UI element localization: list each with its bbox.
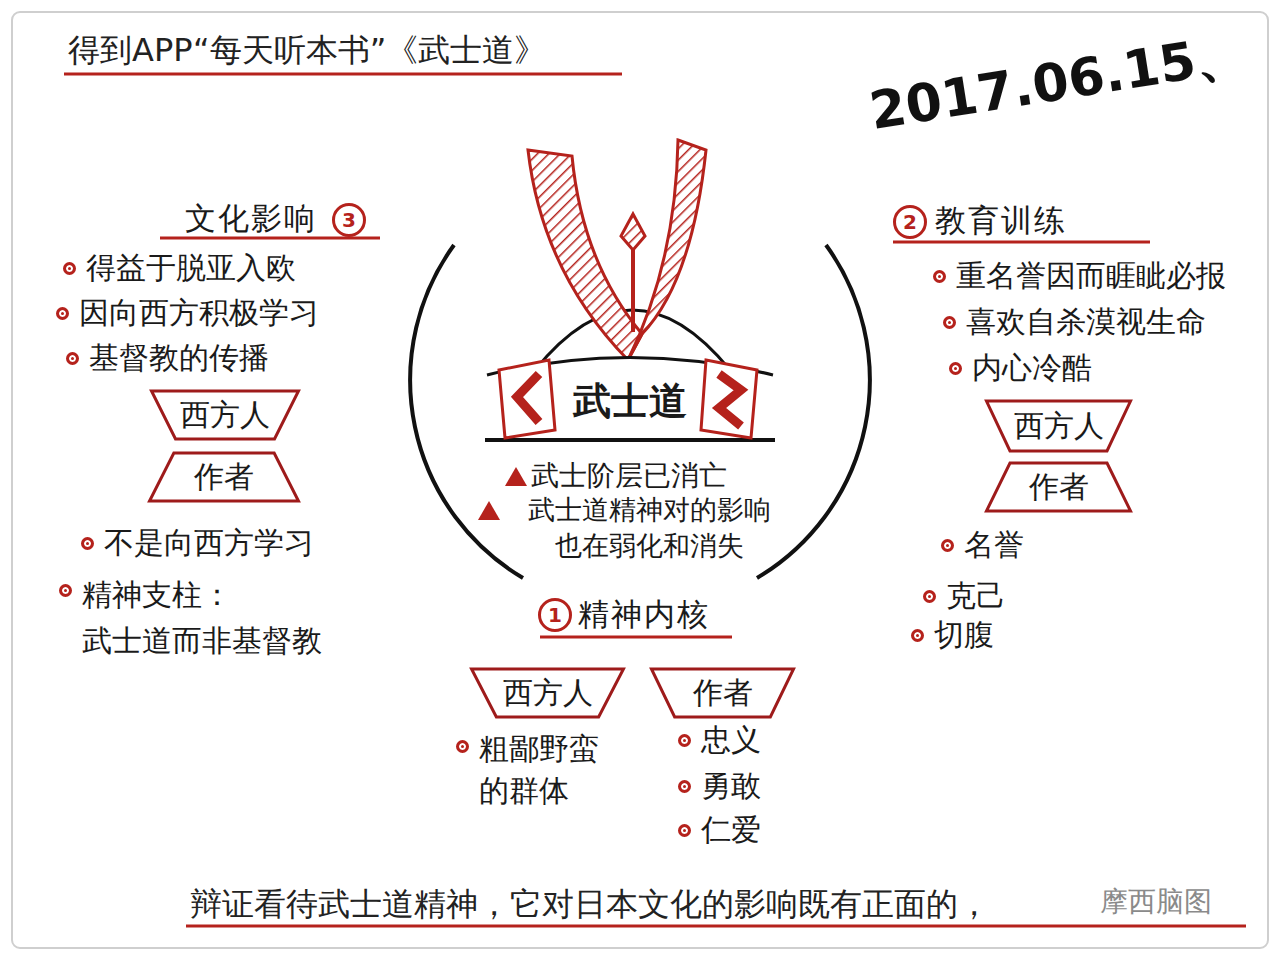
bullet-point: 基督教的传播 xyxy=(65,340,269,376)
node-text: 作者 xyxy=(194,457,254,498)
node-text: 西方人 xyxy=(1014,406,1104,447)
trapezoid-edge xyxy=(986,401,1130,451)
bullet-point: 仁爱 xyxy=(677,812,761,848)
crest-arrow xyxy=(631,248,635,332)
bullet-point: 喜欢自杀漠视生命 xyxy=(942,304,1206,340)
trapezoid-box: 作者 xyxy=(148,452,300,502)
crest-arrow-head xyxy=(621,214,645,250)
emblem-band: 武士道 xyxy=(485,330,775,445)
node-text: 西方人 xyxy=(503,673,593,714)
halo-arc xyxy=(757,245,870,578)
node-text: 作者 xyxy=(1029,467,1089,508)
date-note: 2017.06.15、 xyxy=(865,21,1251,142)
bullet-point: 切腹 xyxy=(910,617,994,653)
caption-underline xyxy=(186,925,1246,928)
title: 得到APP“每天听本书”《武士道》 xyxy=(68,30,546,70)
bullet-point: 忠义 xyxy=(677,722,761,758)
trapezoid-edge xyxy=(472,669,624,717)
bullet-point: 内心冷酷 xyxy=(948,350,1092,386)
node-text: 作者 xyxy=(693,673,753,714)
trapezoid-box: 西方人 xyxy=(150,390,300,440)
heading-underline xyxy=(893,241,1150,244)
trapezoid-box: 作者 xyxy=(985,462,1132,512)
warning-note: 武士阶层已消亡 xyxy=(505,458,727,494)
warning-note: 武士道精神对的影响 也在弱化和消失 xyxy=(478,492,794,564)
band-mark xyxy=(517,374,539,422)
bullet-point: 因向西方积极学习 xyxy=(55,295,319,331)
helmet-crest xyxy=(628,140,706,360)
bullet-point: 得益于脱亚入欧 xyxy=(62,250,296,286)
trapezoid-edge xyxy=(986,463,1130,511)
bullet-point: 精神支柱： 武士道而非基督教 xyxy=(58,572,392,664)
caption: 辩证看待武士道精神，它对日本文化的影响既有正面的， xyxy=(190,884,990,924)
node-text: 武士道 xyxy=(573,376,687,427)
bullet-point: 勇敢 xyxy=(677,768,761,804)
bullet-point: 粗鄙野蛮 的群体 xyxy=(455,728,639,812)
bullet-point: 名誉 xyxy=(940,527,1024,563)
band-body xyxy=(487,358,773,441)
band-square xyxy=(701,360,757,438)
section-number: 1 xyxy=(538,598,572,632)
band-mark xyxy=(719,374,741,426)
trapezoid-box: 西方人 xyxy=(470,668,625,718)
section-number: 2 xyxy=(893,205,927,239)
section-heading: 文化影响 xyxy=(185,200,317,236)
title-underline xyxy=(64,73,622,76)
band-bottom xyxy=(485,438,775,442)
bullet-point: 克己 xyxy=(922,578,1006,614)
watermark: 摩西脑图 xyxy=(1100,884,1212,920)
trapezoid-edge xyxy=(152,391,299,439)
trapezoid-edge xyxy=(150,453,299,501)
helmet-crest xyxy=(528,150,642,360)
bullet-point: 不是向西方学习 xyxy=(80,525,314,561)
heading-underline xyxy=(540,636,732,639)
trapezoid-box: 西方人 xyxy=(985,400,1132,452)
trapezoid-box: 作者 xyxy=(650,668,795,718)
bullet-point: 重名誉因而睚眦必报 xyxy=(932,258,1226,294)
section-number: 3 xyxy=(332,203,366,237)
section-heading: 精神内核 xyxy=(578,596,710,632)
section-heading: 教育训练 xyxy=(935,202,1067,238)
page-frame xyxy=(12,12,1268,948)
band-square xyxy=(499,360,555,438)
node-text: 西方人 xyxy=(180,395,270,436)
trapezoid-edge xyxy=(651,669,793,717)
